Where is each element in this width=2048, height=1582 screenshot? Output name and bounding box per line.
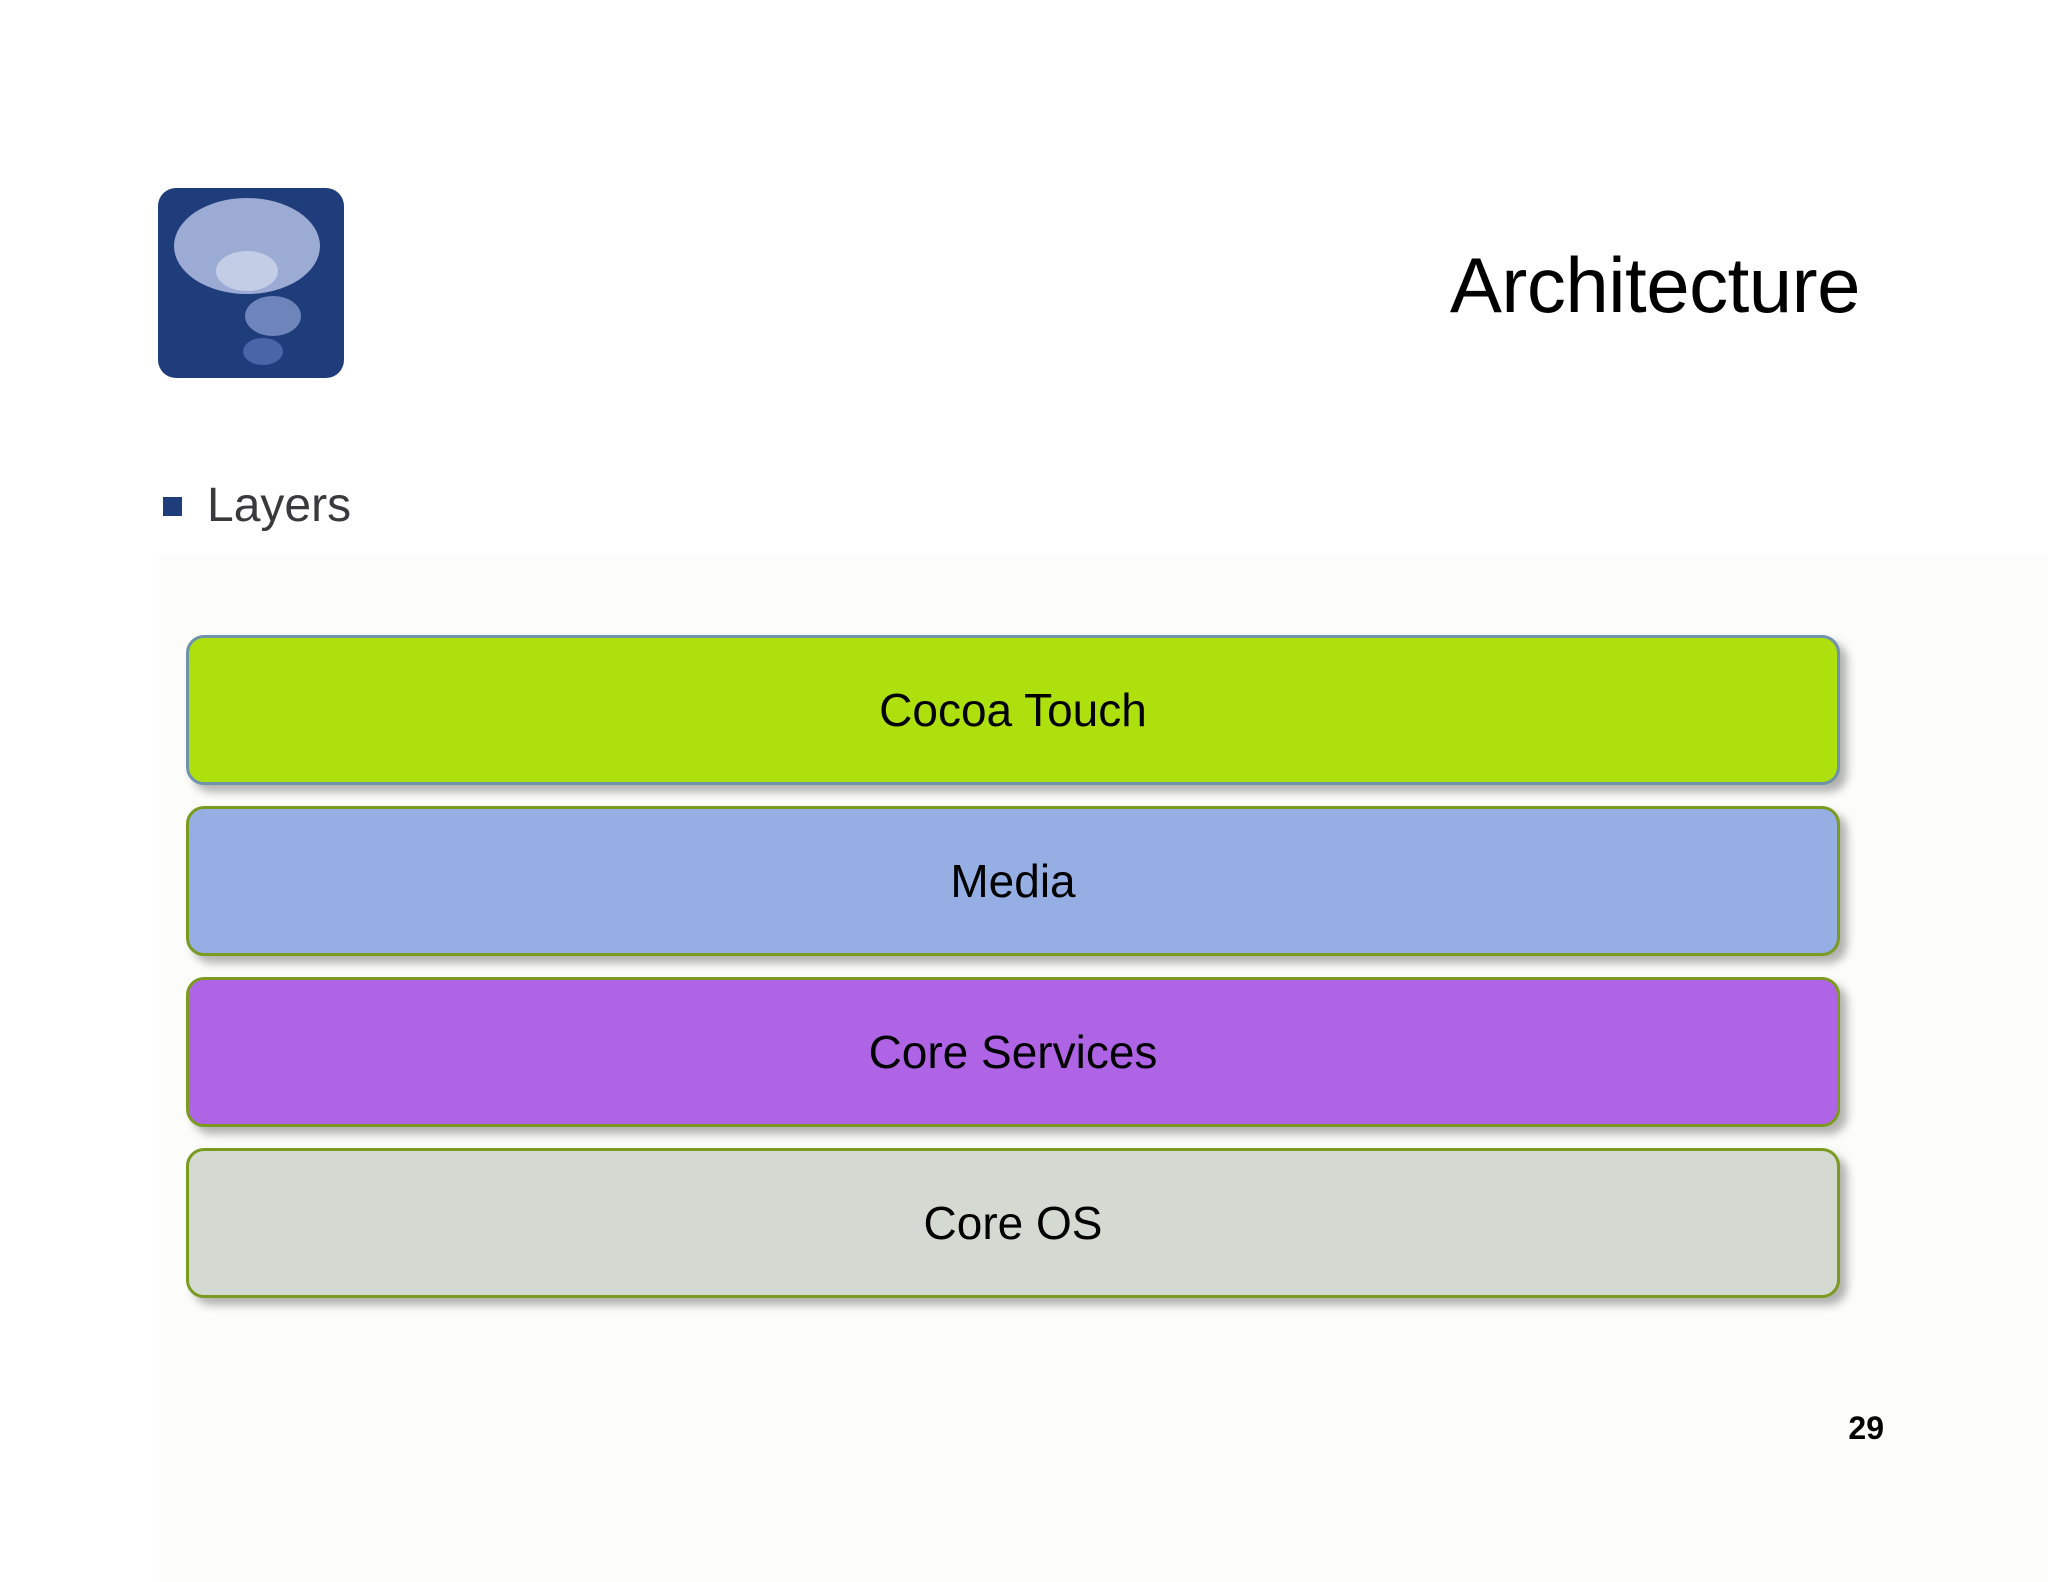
page-number: 29 xyxy=(1848,1410,1884,1446)
layer-core-os: Core OS xyxy=(186,1148,1840,1298)
thought-bubble-logo-icon xyxy=(158,188,344,378)
architecture-layer-stack: Cocoa Touch Media Core Services Core OS xyxy=(186,635,1840,1298)
layer-core-services: Core Services xyxy=(186,977,1840,1127)
layer-media: Media xyxy=(186,806,1840,956)
bullet-item-layers: Layers xyxy=(163,482,351,530)
layer-cocoa-touch: Cocoa Touch xyxy=(186,635,1840,785)
bullet-item-label: Layers xyxy=(207,479,352,532)
layer-label: Core Services xyxy=(868,1026,1158,1078)
logo-ellipse-tiny xyxy=(243,338,283,365)
square-bullet-icon xyxy=(163,496,182,516)
layer-label: Core OS xyxy=(923,1197,1103,1249)
logo-ellipse-medium xyxy=(216,251,278,291)
logo-ellipse-small xyxy=(245,296,301,336)
slide-title: Architecture xyxy=(1449,241,1861,329)
layer-label: Media xyxy=(950,855,1076,907)
layer-label: Cocoa Touch xyxy=(879,684,1147,736)
